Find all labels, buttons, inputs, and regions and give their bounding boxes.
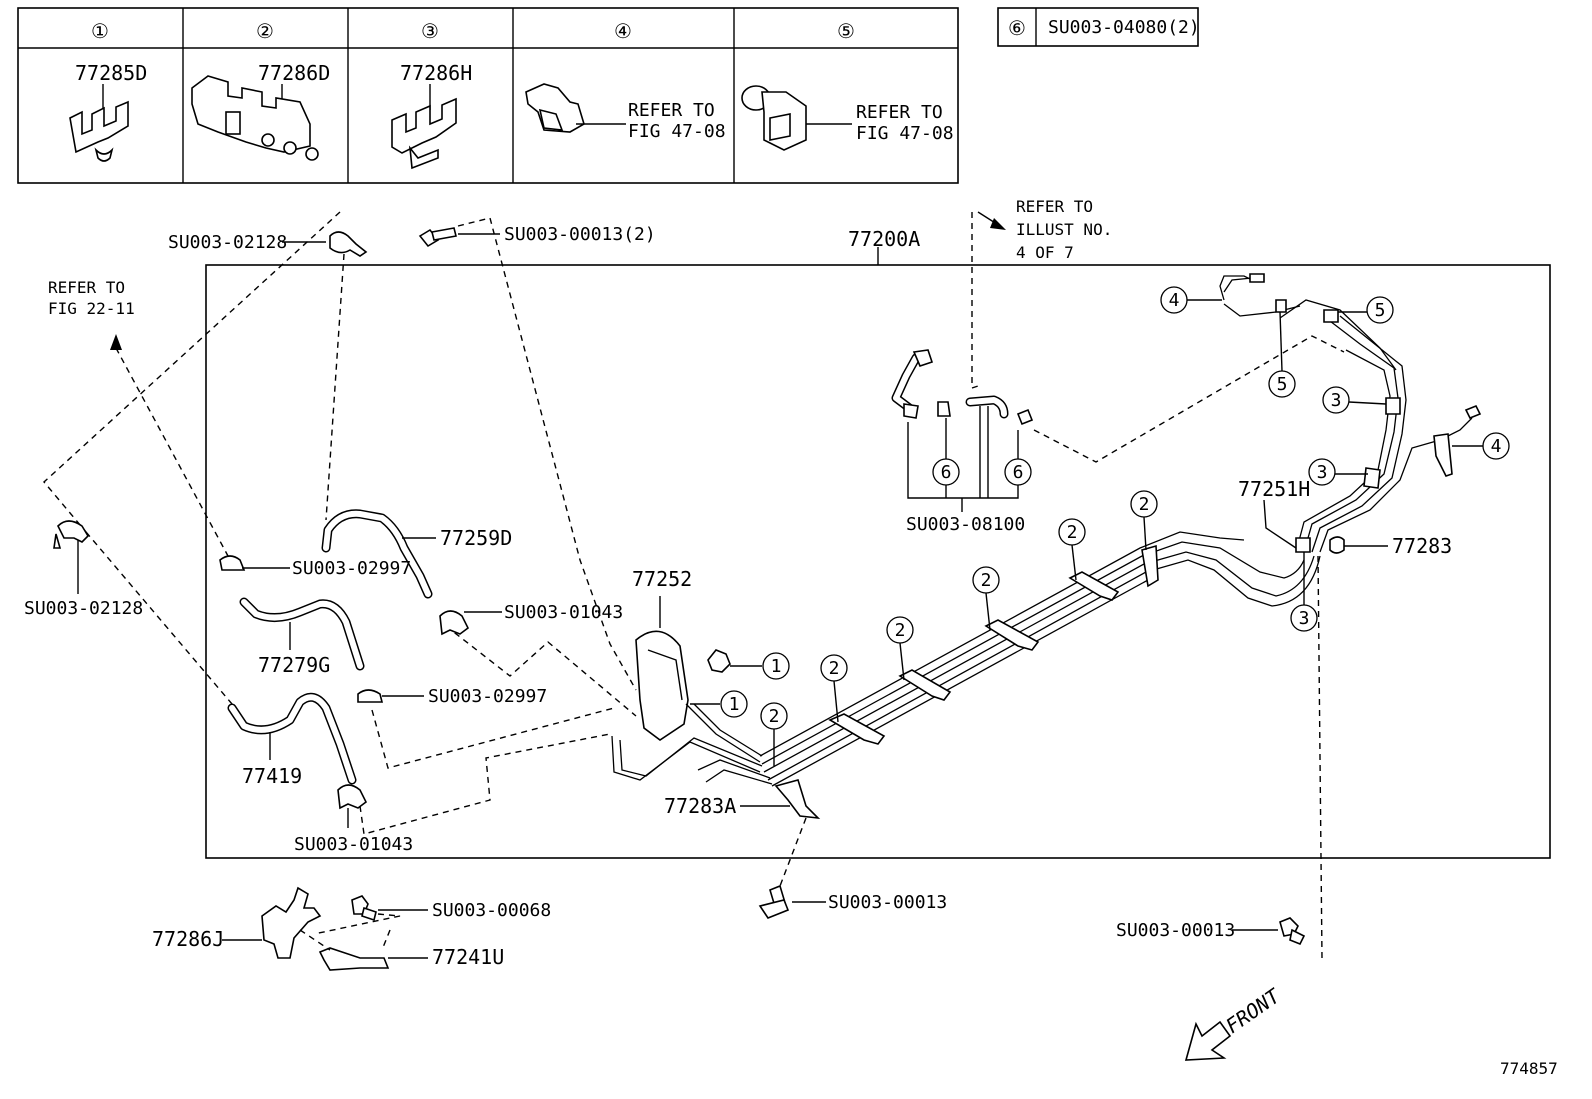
refer-illust-line1: REFER TO [1016, 197, 1093, 216]
callouts: 1 1 2 2 2 2 2 2 3 3 3 4 4 5 5 6 6 [690, 286, 1510, 766]
label-su003-02128-top: SU003-02128 [168, 232, 287, 253]
callout-1a: 1 [771, 656, 782, 677]
label-77241U: 77241U [432, 945, 504, 969]
legend-note-5-line1: REFER TO [856, 102, 943, 123]
label-77252: 77252 [632, 567, 692, 591]
callout-3a: 3 [1331, 390, 1342, 411]
callout-1b: 1 [729, 694, 740, 715]
label-su003-02997-a: SU003-02997 [292, 558, 411, 579]
legend-note-4-line1: REFER TO [628, 100, 715, 121]
legend-table: ① ② ③ ④ ⑤ 77285D 77286D 77286H REFER TO … [17, 7, 1200, 184]
refer-illust-line2: ILLUST NO. [1016, 220, 1112, 239]
figure-id: 774857 [1500, 1059, 1558, 1078]
label-77279G: 77279G [258, 653, 330, 677]
label-77200A: 77200A [848, 227, 920, 251]
legend-part-77285D: 77285D [75, 61, 147, 85]
callout-2f: 2 [1139, 494, 1150, 515]
callout-6a: 6 [941, 462, 952, 483]
callout-2a: 2 [769, 706, 780, 727]
clamp-su003-02997-a[interactable]: SU003-02997 [219, 555, 411, 579]
label-su003-02997-b: SU003-02997 [428, 686, 547, 707]
dashed-guides-left [43, 211, 637, 835]
label-77283: 77283 [1392, 534, 1452, 558]
callout-2d: 2 [981, 570, 992, 591]
label-77259D: 77259D [440, 526, 512, 550]
label-77419: 77419 [242, 764, 302, 788]
label-77286J: 77286J [152, 927, 224, 951]
legend-num-6: ⑥ [1008, 16, 1026, 40]
bracket-77241U[interactable]: 77241U [299, 929, 504, 971]
label-front: FRONT [1221, 983, 1286, 1038]
refer-fig2211-line1: REFER TO [48, 278, 125, 297]
legend-num-1: ① [91, 19, 109, 43]
callout-3c: 3 [1299, 608, 1310, 629]
clip-77286H-icon [391, 84, 457, 170]
callout-4b: 4 [1491, 436, 1502, 457]
legend-num-3: ③ [421, 19, 439, 43]
callout-2e: 2 [1067, 522, 1078, 543]
callout-2c: 2 [895, 620, 906, 641]
callout-4a: 4 [1169, 290, 1180, 311]
label-su003-00013-2: SU003-00013(2) [504, 224, 656, 245]
legend-part-6: SU003-04080(2) [1048, 17, 1200, 38]
legend-num-2: ② [256, 19, 274, 43]
label-su003-00068: SU003-00068 [432, 900, 551, 921]
hose-77279G[interactable]: 77279G [239, 597, 365, 677]
clip-77285D-icon [69, 84, 129, 162]
clamp-su003-02128-top[interactable]: SU003-02128 [168, 231, 368, 257]
label-su003-01043-a: SU003-01043 [504, 602, 623, 623]
clip-1-upper[interactable] [707, 649, 762, 673]
label-su003-00013-right: SU003-00013 [1116, 920, 1235, 941]
refer-fig2211-line2: FIG 22-11 [48, 299, 135, 318]
clamp-su003-01043-a[interactable]: SU003-01043 [439, 602, 623, 636]
bolt-su003-00013-mid[interactable]: SU003-00013 [758, 884, 947, 919]
refer-fig-22-11-note: REFER TO FIG 22-11 [48, 278, 229, 557]
bolt-su003-00013-top[interactable]: SU003-00013(2) [418, 224, 656, 248]
legend-part-77286H: 77286H [400, 61, 472, 85]
label-su003-00013-mid: SU003-00013 [828, 892, 947, 913]
clip-4-icon [525, 83, 626, 133]
bolt-su003-00068[interactable]: SU003-00068 [313, 895, 551, 935]
hose-77259D[interactable]: 77259D [321, 509, 512, 599]
refer-illust-note: REFER TO ILLUST NO. 4 OF 7 [971, 197, 1112, 389]
callout-2b: 2 [829, 658, 840, 679]
refer-illust-line3: 4 OF 7 [1016, 243, 1074, 262]
front-direction-indicator: FRONT [1184, 983, 1286, 1061]
bracket-77283A[interactable]: 77283A [664, 779, 821, 820]
label-77251H: 77251H [1238, 477, 1310, 501]
clamp-su003-01043-b[interactable]: SU003-01043 [294, 784, 413, 855]
label-su003-02128-left: SU003-02128 [24, 598, 143, 619]
clamp-su003-02997-b[interactable]: SU003-02997 [357, 686, 547, 707]
dashed-guides-right [779, 335, 1345, 959]
vent-hose-group[interactable]: SU003-08100 [891, 349, 1034, 535]
callout-6b: 6 [1013, 462, 1024, 483]
legend-num-5: ⑤ [837, 19, 855, 43]
legend-note-4-line2: FIG 47-08 [628, 121, 726, 142]
bolt-su003-00013-right[interactable]: SU003-00013 [1116, 917, 1306, 946]
fuel-tubes-main [611, 273, 1482, 787]
clamp-su003-02128-left[interactable]: SU003-02128 [24, 520, 143, 619]
callout-5a: 5 [1375, 300, 1386, 321]
legend-part-77286D: 77286D [258, 61, 330, 85]
label-77283A: 77283A [664, 794, 736, 818]
bracket-77252[interactable]: 77252 [632, 567, 692, 741]
label-su003-01043-b: SU003-01043 [294, 834, 413, 855]
callout-3b: 3 [1317, 462, 1328, 483]
clip-77286D-icon [191, 75, 319, 161]
bracket-77286J[interactable]: 77286J [152, 886, 322, 959]
hose-77419[interactable]: 77419 [227, 692, 357, 788]
legend-note-5-line2: FIG 47-08 [856, 123, 954, 144]
legend-num-4: ④ [614, 19, 632, 43]
assembly-77200A-frame: 77200A [205, 227, 1551, 859]
clip-5-icon [741, 85, 852, 151]
label-su003-08100: SU003-08100 [906, 514, 1025, 535]
callout-5b: 5 [1277, 374, 1288, 395]
